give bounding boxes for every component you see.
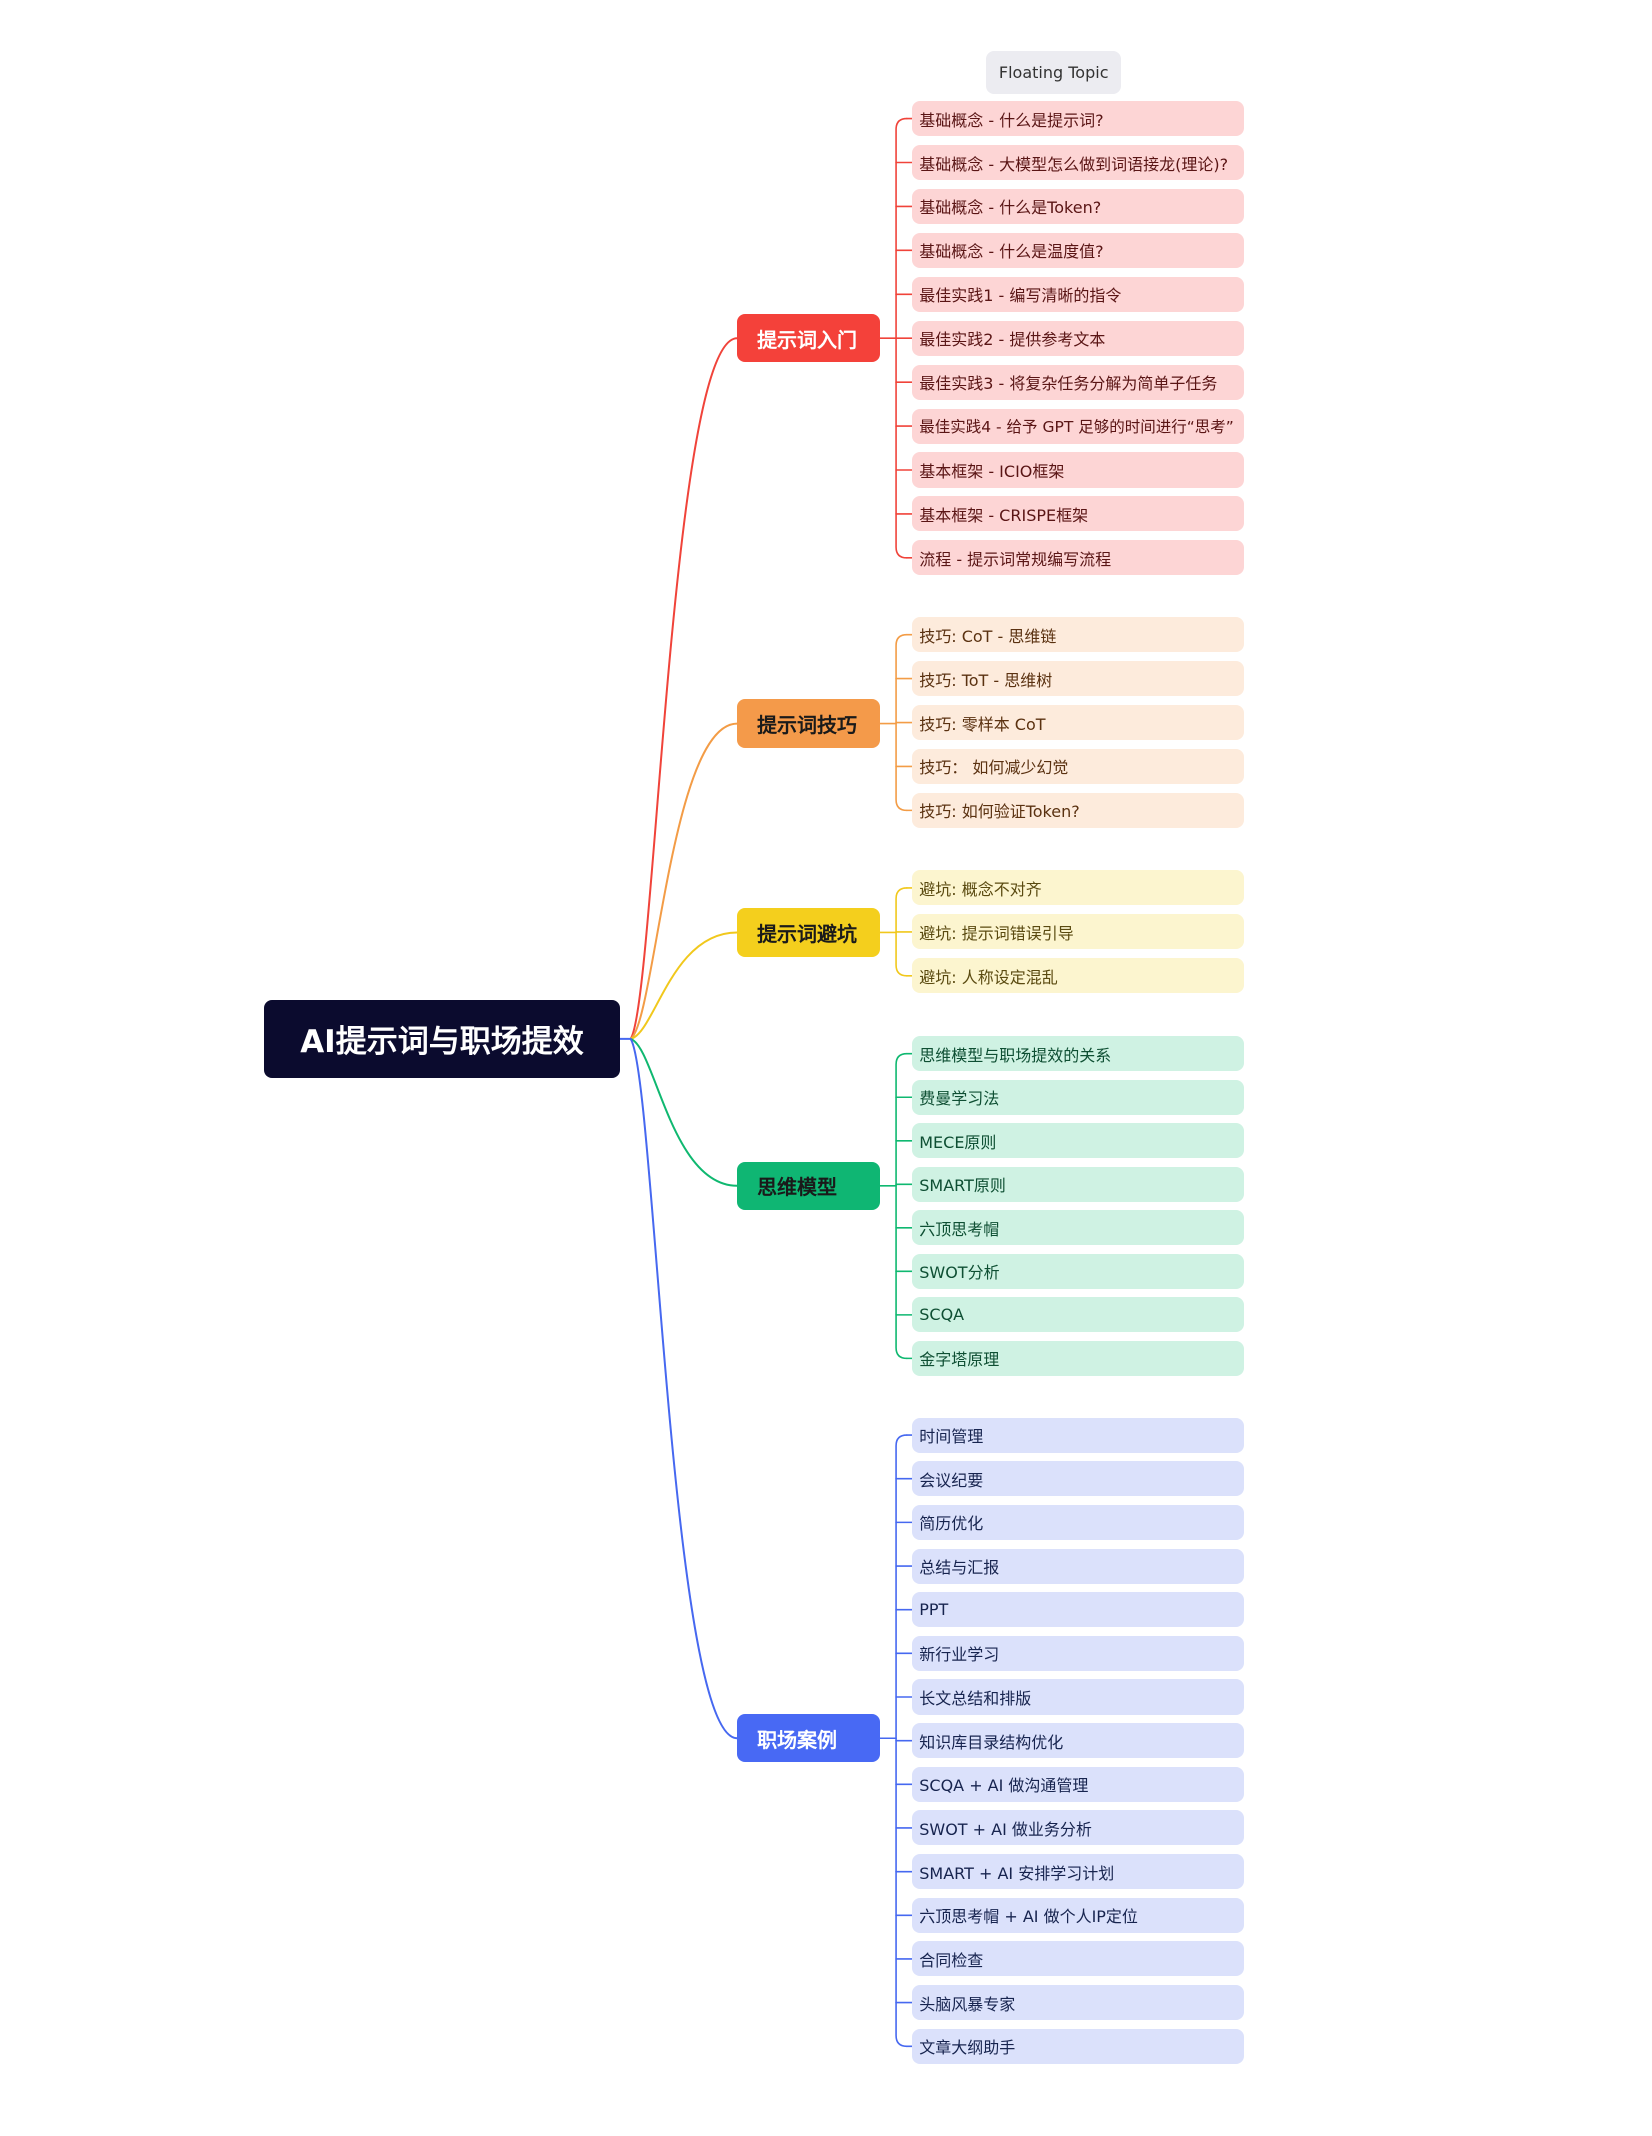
leaf-topic[interactable]: 时间管理 — [912, 1417, 1244, 1453]
leaf-topic[interactable]: MECE原则 — [912, 1123, 1244, 1159]
branch-topic-thinking[interactable]: 思维模型 — [737, 1161, 880, 1211]
leaf-topic[interactable]: 最佳实践1 - 编写清晰的指令 — [912, 276, 1244, 312]
leaf-topic[interactable]: 避坑: 人称设定混乱 — [912, 958, 1244, 994]
floating-topic[interactable]: Floating Topic — [986, 51, 1122, 95]
leaf-topic[interactable]: 技巧: CoT - 思维链 — [912, 617, 1244, 653]
spine-thinking — [895, 1052, 908, 1360]
leaf-topic[interactable]: 技巧: 零样本 CoT — [912, 704, 1244, 741]
spine-intro — [895, 117, 908, 559]
root-topic[interactable]: AI提示词与职场提效 — [264, 999, 620, 1078]
branch-connector-cases — [629, 1037, 739, 1740]
leaf-topic[interactable]: 技巧: 如何验证Token? — [912, 792, 1244, 828]
spine-cases — [895, 1434, 908, 2048]
leaf-topic[interactable]: 会议纪要 — [912, 1461, 1244, 1497]
leaf-topic[interactable]: 最佳实践4 - 给予 GPT 足够的时间进行“思考” — [912, 408, 1244, 444]
leaf-topic[interactable]: 新行业学习 — [912, 1635, 1244, 1671]
leaf-topic[interactable]: 最佳实践2 - 提供参考文本 — [912, 320, 1244, 356]
branch-connector-tips — [629, 722, 739, 1040]
leaf-topic[interactable]: 简历优化 — [912, 1504, 1244, 1540]
leaf-topic[interactable]: 基础概念 - 什么是温度值? — [912, 232, 1244, 268]
leaf-topic[interactable]: 思维模型与职场提效的关系 — [912, 1036, 1244, 1072]
leaf-topic[interactable]: 基础概念 - 什么是提示词? — [912, 101, 1244, 137]
leaf-topic[interactable]: 金字塔原理 — [912, 1340, 1244, 1376]
branch-topic-intro[interactable]: 提示词入门 — [737, 313, 880, 363]
leaf-topic[interactable]: 费曼学习法 — [912, 1079, 1244, 1115]
leaf-topic[interactable]: 知识库目录结构优化 — [912, 1723, 1244, 1759]
spine-pitfalls — [895, 887, 908, 977]
leaf-topic[interactable]: SCQA + AI 做沟通管理 — [912, 1766, 1244, 1802]
leaf-topic[interactable]: SCQA — [912, 1297, 1244, 1333]
leaf-topic[interactable]: 避坑: 提示词错误引导 — [912, 914, 1244, 950]
leaf-topic[interactable]: 文章大纲助手 — [912, 2028, 1244, 2064]
branch-topic-cases[interactable]: 职场案例 — [737, 1713, 880, 1763]
leaf-topic[interactable]: PPT — [912, 1592, 1244, 1628]
branch-connector-intro — [629, 337, 739, 1040]
leaf-topic[interactable]: 技巧: ToT - 思维树 — [912, 661, 1244, 697]
leaf-topic[interactable]: 头脑风暴专家 — [912, 1985, 1244, 2021]
leaf-topic[interactable]: 基础概念 - 大模型怎么做到词语接龙(理论)? — [912, 144, 1244, 181]
leaf-topic[interactable]: 总结与汇报 — [912, 1548, 1244, 1584]
leaf-topic[interactable]: 流程 - 提示词常规编写流程 — [912, 540, 1244, 576]
leaf-topic[interactable]: 长文总结和排版 — [912, 1679, 1244, 1715]
leaf-topic[interactable]: 基本框架 - CRISPE框架 — [912, 496, 1244, 532]
leaf-topic[interactable]: 基础概念 - 什么是Token? — [912, 188, 1244, 224]
leaf-topic[interactable]: SWOT分析 — [912, 1253, 1244, 1289]
leaf-topic[interactable]: 最佳实践3 - 将复杂任务分解为简单子任务 — [912, 364, 1244, 400]
branch-topic-tips[interactable]: 提示词技巧 — [737, 699, 880, 748]
leaf-topic[interactable]: SMART原则 — [912, 1166, 1244, 1202]
leaf-topic[interactable]: 技巧： 如何减少幻觉 — [912, 748, 1244, 784]
leaf-topic[interactable]: 合同检查 — [912, 1941, 1244, 1977]
branch-connector-pitfalls — [629, 931, 739, 1040]
leaf-topic[interactable]: SMART + AI 安排学习计划 — [912, 1854, 1244, 1890]
leaf-topic[interactable]: 基本框架 - ICIO框架 — [912, 452, 1244, 488]
leaf-topic[interactable]: 六顶思考帽 + AI 做个人IP定位 — [912, 1897, 1244, 1933]
branch-connector-thinking — [629, 1037, 739, 1187]
branch-topic-pitfalls[interactable]: 提示词避坑 — [737, 908, 880, 957]
leaf-topic[interactable]: 六顶思考帽 — [912, 1210, 1244, 1246]
leaf-topic[interactable]: 避坑: 概念不对齐 — [912, 870, 1244, 906]
leaf-topic[interactable]: SWOT + AI 做业务分析 — [912, 1810, 1244, 1846]
spine-tips — [895, 633, 908, 812]
